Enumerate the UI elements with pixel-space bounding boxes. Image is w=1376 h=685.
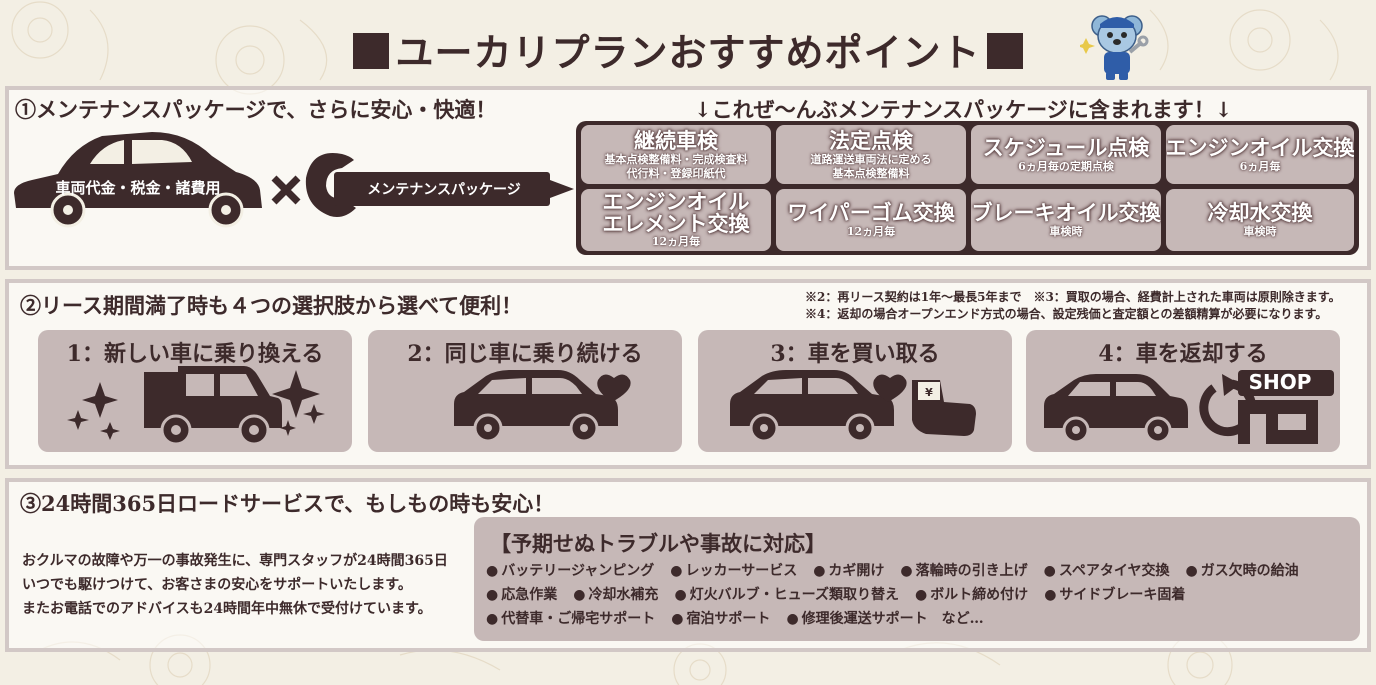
support-item: 落輪時の引き上げ bbox=[900, 559, 1028, 583]
car-label: 車両代金・税金・諸費用 bbox=[55, 179, 220, 197]
heart-icon bbox=[873, 374, 907, 402]
title-square-left bbox=[353, 33, 390, 69]
wrench-label: メンテナンスパッケージ bbox=[367, 182, 520, 198]
support-item: サイドブレーキ固着 bbox=[1044, 583, 1185, 607]
support-item: 応急作業 bbox=[486, 583, 557, 607]
maint-item-coolant: 冷却水交換 車検時 bbox=[1166, 189, 1354, 251]
option-return-car: 4：車を返却する SHOP bbox=[1026, 330, 1340, 452]
car-heart-purchase-icon: ¥ bbox=[730, 370, 976, 443]
trouble-support-title: 【予期せぬトラブルや事故に対応】 bbox=[490, 531, 826, 556]
section2-heading: ②リース期間満了時も４つの選択肢から選べて便利！ bbox=[20, 293, 523, 318]
option-new-car: 1：新しい車に乗り換える bbox=[38, 330, 352, 452]
maint-item-brake-oil: ブレーキオイル交換 車検時 bbox=[971, 189, 1161, 251]
koala-mechanic-mascot-icon bbox=[1080, 15, 1149, 80]
section3-heading: ③24時間365日ロードサービスで、もしもの時も安心！ bbox=[20, 491, 555, 516]
car-heart-icon bbox=[454, 370, 631, 443]
support-item: ガス欠時の給油 bbox=[1185, 559, 1299, 583]
car-wrench-diagram: 車両代金・税金・諸費用 メンテナンスパッケージ bbox=[14, 132, 574, 228]
support-item: ボルト締め付け bbox=[915, 583, 1028, 607]
road-service-description: おクルマの故障や万一の事故発生に、専門スタッフが24時間365日 いつでも駆けつ… bbox=[22, 553, 448, 617]
support-item: 修理後運送サポート など… bbox=[786, 607, 984, 631]
car-silhouette-icon bbox=[14, 132, 262, 208]
page-title: ユーカリプランおすすめポイント bbox=[0, 22, 1376, 77]
car-return-shop-icon: SHOP bbox=[1044, 370, 1334, 444]
support-item: バッテリージャンピング bbox=[486, 559, 654, 583]
support-item: スペアタイヤ交換 bbox=[1044, 559, 1170, 583]
option-buy-car: 3：車を買い取る ¥ bbox=[698, 330, 1012, 452]
section1-heading: ①メンテナンスパッケージで、さらに安心・快適！ bbox=[15, 97, 497, 122]
maint-item-legal-check: 法定点検 道路運送車両法に定める 基本点検整備料 bbox=[776, 125, 966, 184]
trouble-support-box: 【予期せぬトラブルや事故に対応】 バッテリージャンピングレッカーサービスカギ開け… bbox=[474, 517, 1360, 641]
heart-icon bbox=[597, 374, 631, 402]
maint-item-wiper: ワイパーゴム交換 12ヵ月毎 bbox=[776, 189, 966, 251]
times-icon bbox=[271, 175, 301, 205]
new-car-sparkle-icon bbox=[67, 366, 325, 446]
support-item: 冷却水補充 bbox=[573, 583, 658, 607]
shop-sign-text: SHOP bbox=[1249, 370, 1312, 394]
support-item: レッカーサービス bbox=[670, 559, 797, 583]
maint-item-oil-element: エンジンオイル エレメント交換 12ヵ月毎 bbox=[581, 189, 771, 251]
support-item: カギ開け bbox=[813, 559, 884, 583]
option-keep-car: 2：同じ車に乗り続ける bbox=[368, 330, 682, 452]
trouble-support-list: バッテリージャンピングレッカーサービスカギ開け落輪時の引き上げスペアタイヤ交換ガ… bbox=[486, 559, 1352, 631]
maint-item-oil-change: エンジンオイル交換 6ヵ月毎 bbox=[1166, 125, 1354, 184]
maint-item-inspection: 継続車検 基本点検整備料・完成検査料 代行料・登録印紙代 bbox=[581, 125, 771, 184]
maintenance-items-grid: 継続車検 基本点検整備料・完成検査料 代行料・登録印紙代 法定点検 道路運送車両… bbox=[576, 121, 1359, 255]
maint-item-schedule-check: スケジュール点検 6ヵ月毎の定期点検 bbox=[971, 125, 1161, 184]
support-item: 代替車・ご帰宅サポート bbox=[486, 607, 655, 631]
title-square-right bbox=[986, 33, 1023, 69]
support-item: 灯火バルブ・ヒューズ類取り替え bbox=[674, 583, 899, 607]
section1-subheading: ↓これぜ〜んぶメンテナンスパッケージに含まれます！↓ bbox=[694, 97, 1233, 122]
svg-text:¥: ¥ bbox=[925, 386, 933, 399]
support-item: 宿泊サポート bbox=[671, 607, 770, 631]
section2-notes: ※2：再リース契約は1年〜最長5年まで ※3：買取の場合、経費計上された車両は原… bbox=[805, 290, 1341, 321]
